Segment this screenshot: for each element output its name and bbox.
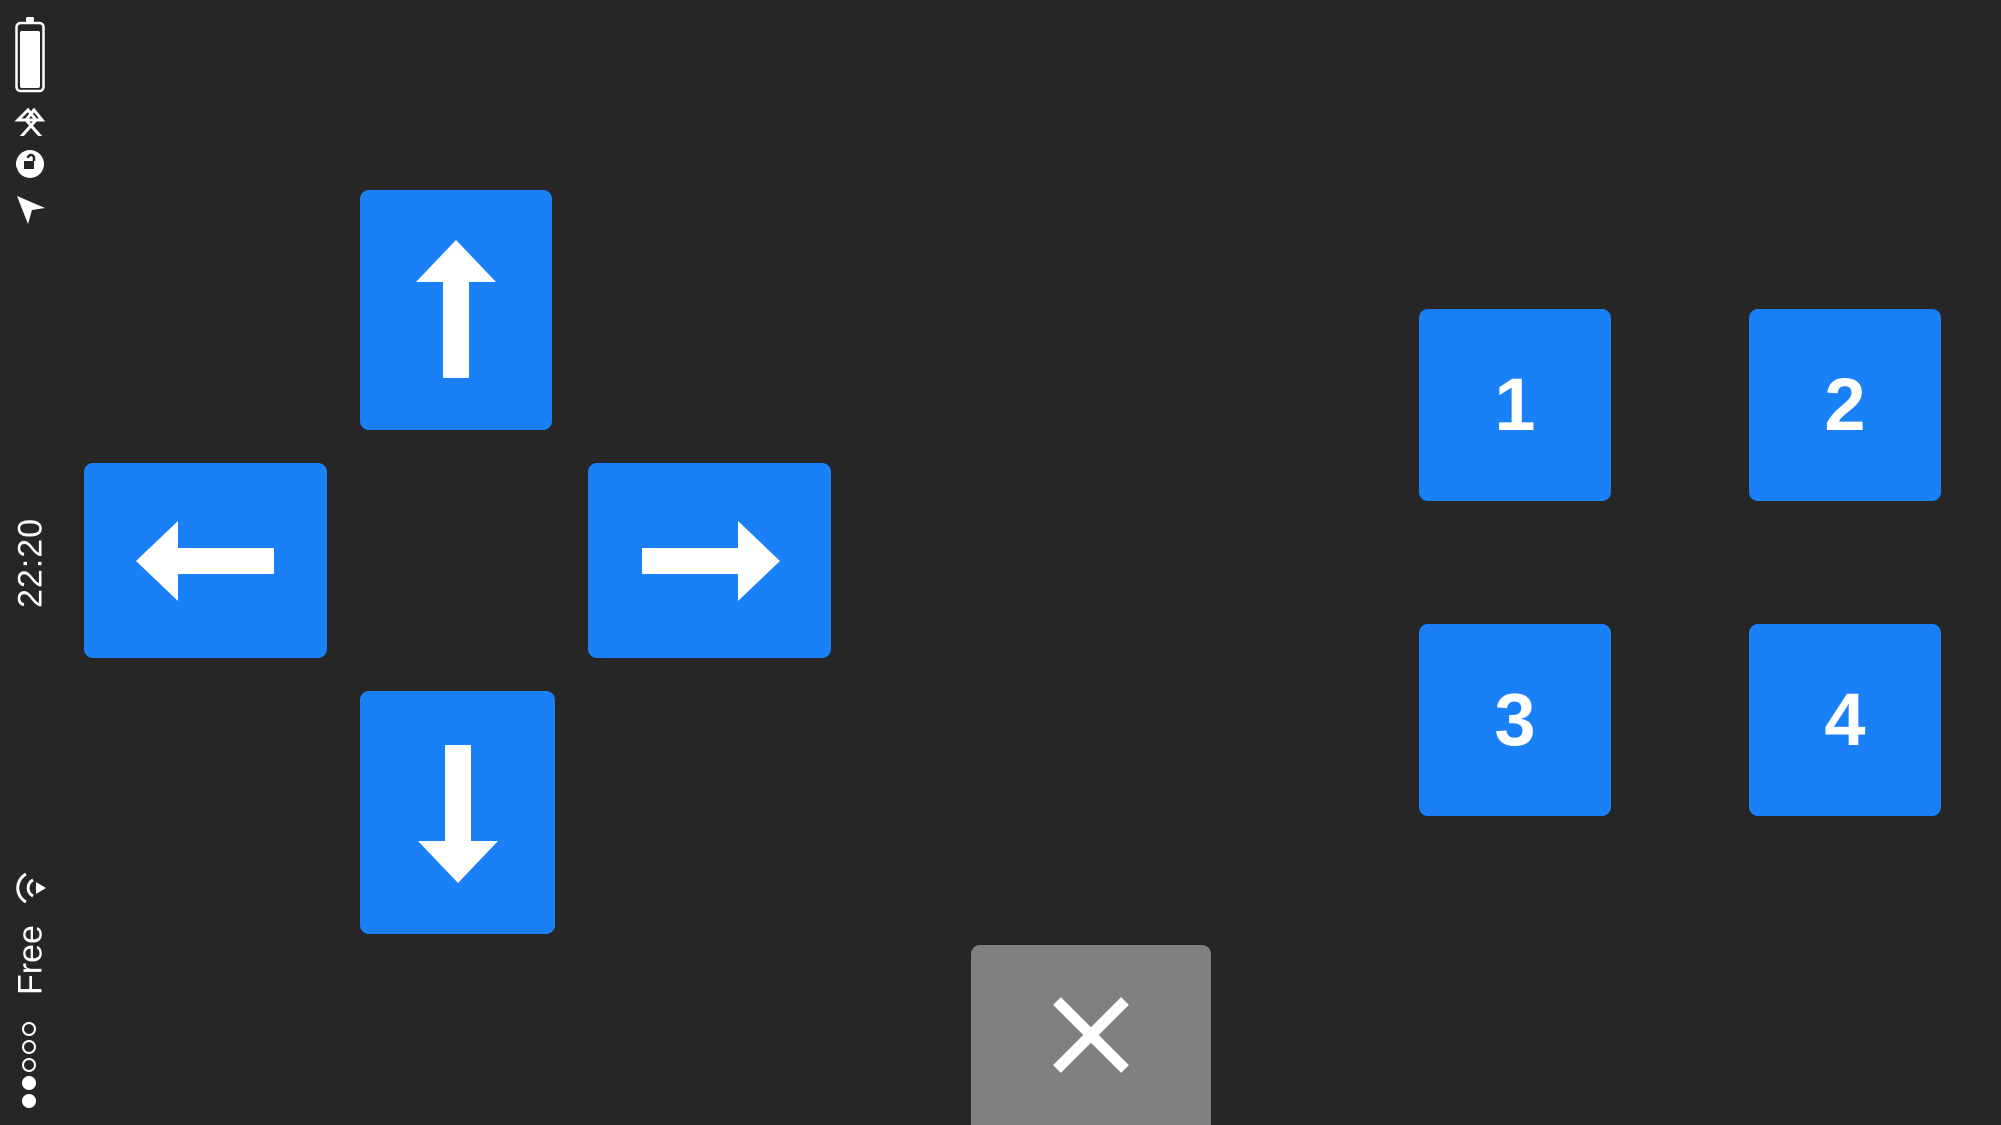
wifi-icon — [16, 872, 46, 904]
action-button-label: 1 — [1494, 363, 1536, 446]
dpad-left-button[interactable] — [84, 463, 327, 658]
close-button[interactable] — [971, 945, 1211, 1125]
signal-dot — [22, 1022, 36, 1036]
location-arrow-icon — [17, 196, 45, 224]
action-button-label: 4 — [1824, 678, 1866, 761]
signal-dot — [22, 1040, 36, 1054]
action-button-2[interactable]: 2 — [1749, 309, 1941, 501]
action-button-1[interactable]: 1 — [1419, 309, 1611, 501]
status-bar: 22:20 Free — [0, 0, 62, 1125]
dpad-right-button[interactable] — [588, 463, 831, 658]
status-time: 22:20 — [11, 517, 50, 609]
dpad-up-button[interactable] — [360, 190, 552, 430]
signal-dot — [22, 1076, 36, 1090]
signal-dot — [22, 1094, 36, 1108]
battery-icon — [15, 17, 45, 93]
action-button-4[interactable]: 4 — [1749, 624, 1941, 816]
arrow-down-icon — [417, 744, 498, 883]
rotation-lock-icon — [15, 150, 44, 178]
arrow-right-icon — [641, 520, 780, 601]
action-button-label: 2 — [1824, 363, 1866, 446]
close-icon — [1053, 997, 1129, 1073]
signal-dot — [22, 1058, 36, 1072]
arrow-up-icon — [416, 240, 496, 378]
dpad-down-button[interactable] — [360, 691, 555, 934]
carrier-name: Free — [11, 925, 50, 995]
action-button-3[interactable]: 3 — [1419, 624, 1611, 816]
action-button-label: 3 — [1494, 678, 1536, 761]
bluetooth-icon — [14, 107, 46, 136]
signal-strength — [22, 1004, 40, 1108]
arrow-left-icon — [135, 520, 274, 601]
